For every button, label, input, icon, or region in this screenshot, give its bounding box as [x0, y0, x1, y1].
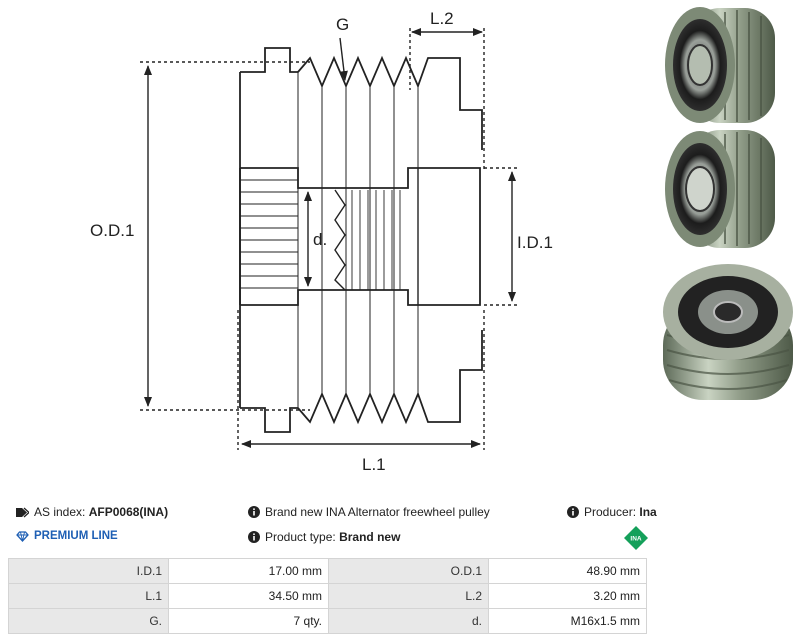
pulley-photo-back [665, 130, 775, 248]
spec-key: d. [328, 608, 489, 634]
producer-value: Ina [639, 505, 657, 519]
spec-value: 48.90 mm [488, 558, 647, 584]
info-row-1: AS index: AFP0068(INA) Brand new INA Alt… [0, 503, 800, 523]
info-icon [248, 506, 260, 518]
description-text: Brand new INA Alternator freewheel pulle… [265, 505, 490, 519]
product-type-value: Brand new [339, 530, 401, 544]
pulley-technical-drawing: G L.2 O.D.1 I.D.1 d. L.1 [90, 9, 553, 474]
info-row-2: PREMIUM LINE Product type: Brand new [0, 527, 800, 549]
table-row: L.1 34.50 mm L.2 3.20 mm [8, 583, 647, 609]
spec-key: I.D.1 [8, 558, 169, 584]
as-index: AS index: AFP0068(INA) [16, 505, 168, 519]
description: Brand new INA Alternator freewheel pulle… [248, 505, 490, 519]
pulley-photo-front [665, 7, 775, 123]
product-photos [663, 7, 793, 400]
pulley-photo-angled [663, 264, 793, 400]
diamond-icon [16, 530, 29, 542]
producer: Producer: Ina [567, 505, 657, 519]
premium-line-text: PREMIUM LINE [34, 530, 118, 542]
spec-key: O.D.1 [328, 558, 489, 584]
product-type: Product type: Brand new [248, 530, 400, 544]
spec-value: 7 qty. [168, 608, 329, 634]
spec-key: L.2 [328, 583, 489, 609]
ina-brand-logo: INA [624, 526, 648, 550]
product-type-label: Product type: [265, 530, 336, 544]
label-od1: O.D.1 [90, 221, 134, 240]
thread-hatching [334, 189, 401, 291]
label-id1: I.D.1 [517, 233, 553, 252]
premium-line-badge: PREMIUM LINE [16, 530, 118, 542]
spec-value: 17.00 mm [168, 558, 329, 584]
label-l1: L.1 [362, 455, 386, 474]
spec-key: L.1 [8, 583, 169, 609]
info-icon [567, 506, 579, 518]
spline-hatching [240, 179, 298, 289]
spec-value: 3.20 mm [488, 583, 647, 609]
table-row: I.D.1 17.00 mm O.D.1 48.90 mm [8, 558, 647, 584]
dimension-arrows [144, 28, 516, 448]
extension-lines [140, 28, 520, 450]
as-index-label: AS index: [34, 505, 86, 519]
info-icon [248, 531, 260, 543]
as-index-value: AFP0068(INA) [88, 505, 169, 519]
label-d: d. [313, 230, 327, 249]
ina-logo-text: INA [630, 536, 642, 543]
label-l2: L.2 [430, 9, 454, 28]
producer-label: Producer: [584, 505, 637, 519]
label-g: G [336, 15, 349, 34]
spec-value: M16x1.5 mm [488, 608, 647, 634]
spec-value: 34.50 mm [168, 583, 329, 609]
spec-table: I.D.1 17.00 mm O.D.1 48.90 mm L.1 34.50 … [8, 558, 647, 634]
table-row: G. 7 qty. d. M16x1.5 mm [8, 608, 647, 634]
tag-icon [16, 507, 29, 518]
spec-key: G. [8, 608, 169, 634]
